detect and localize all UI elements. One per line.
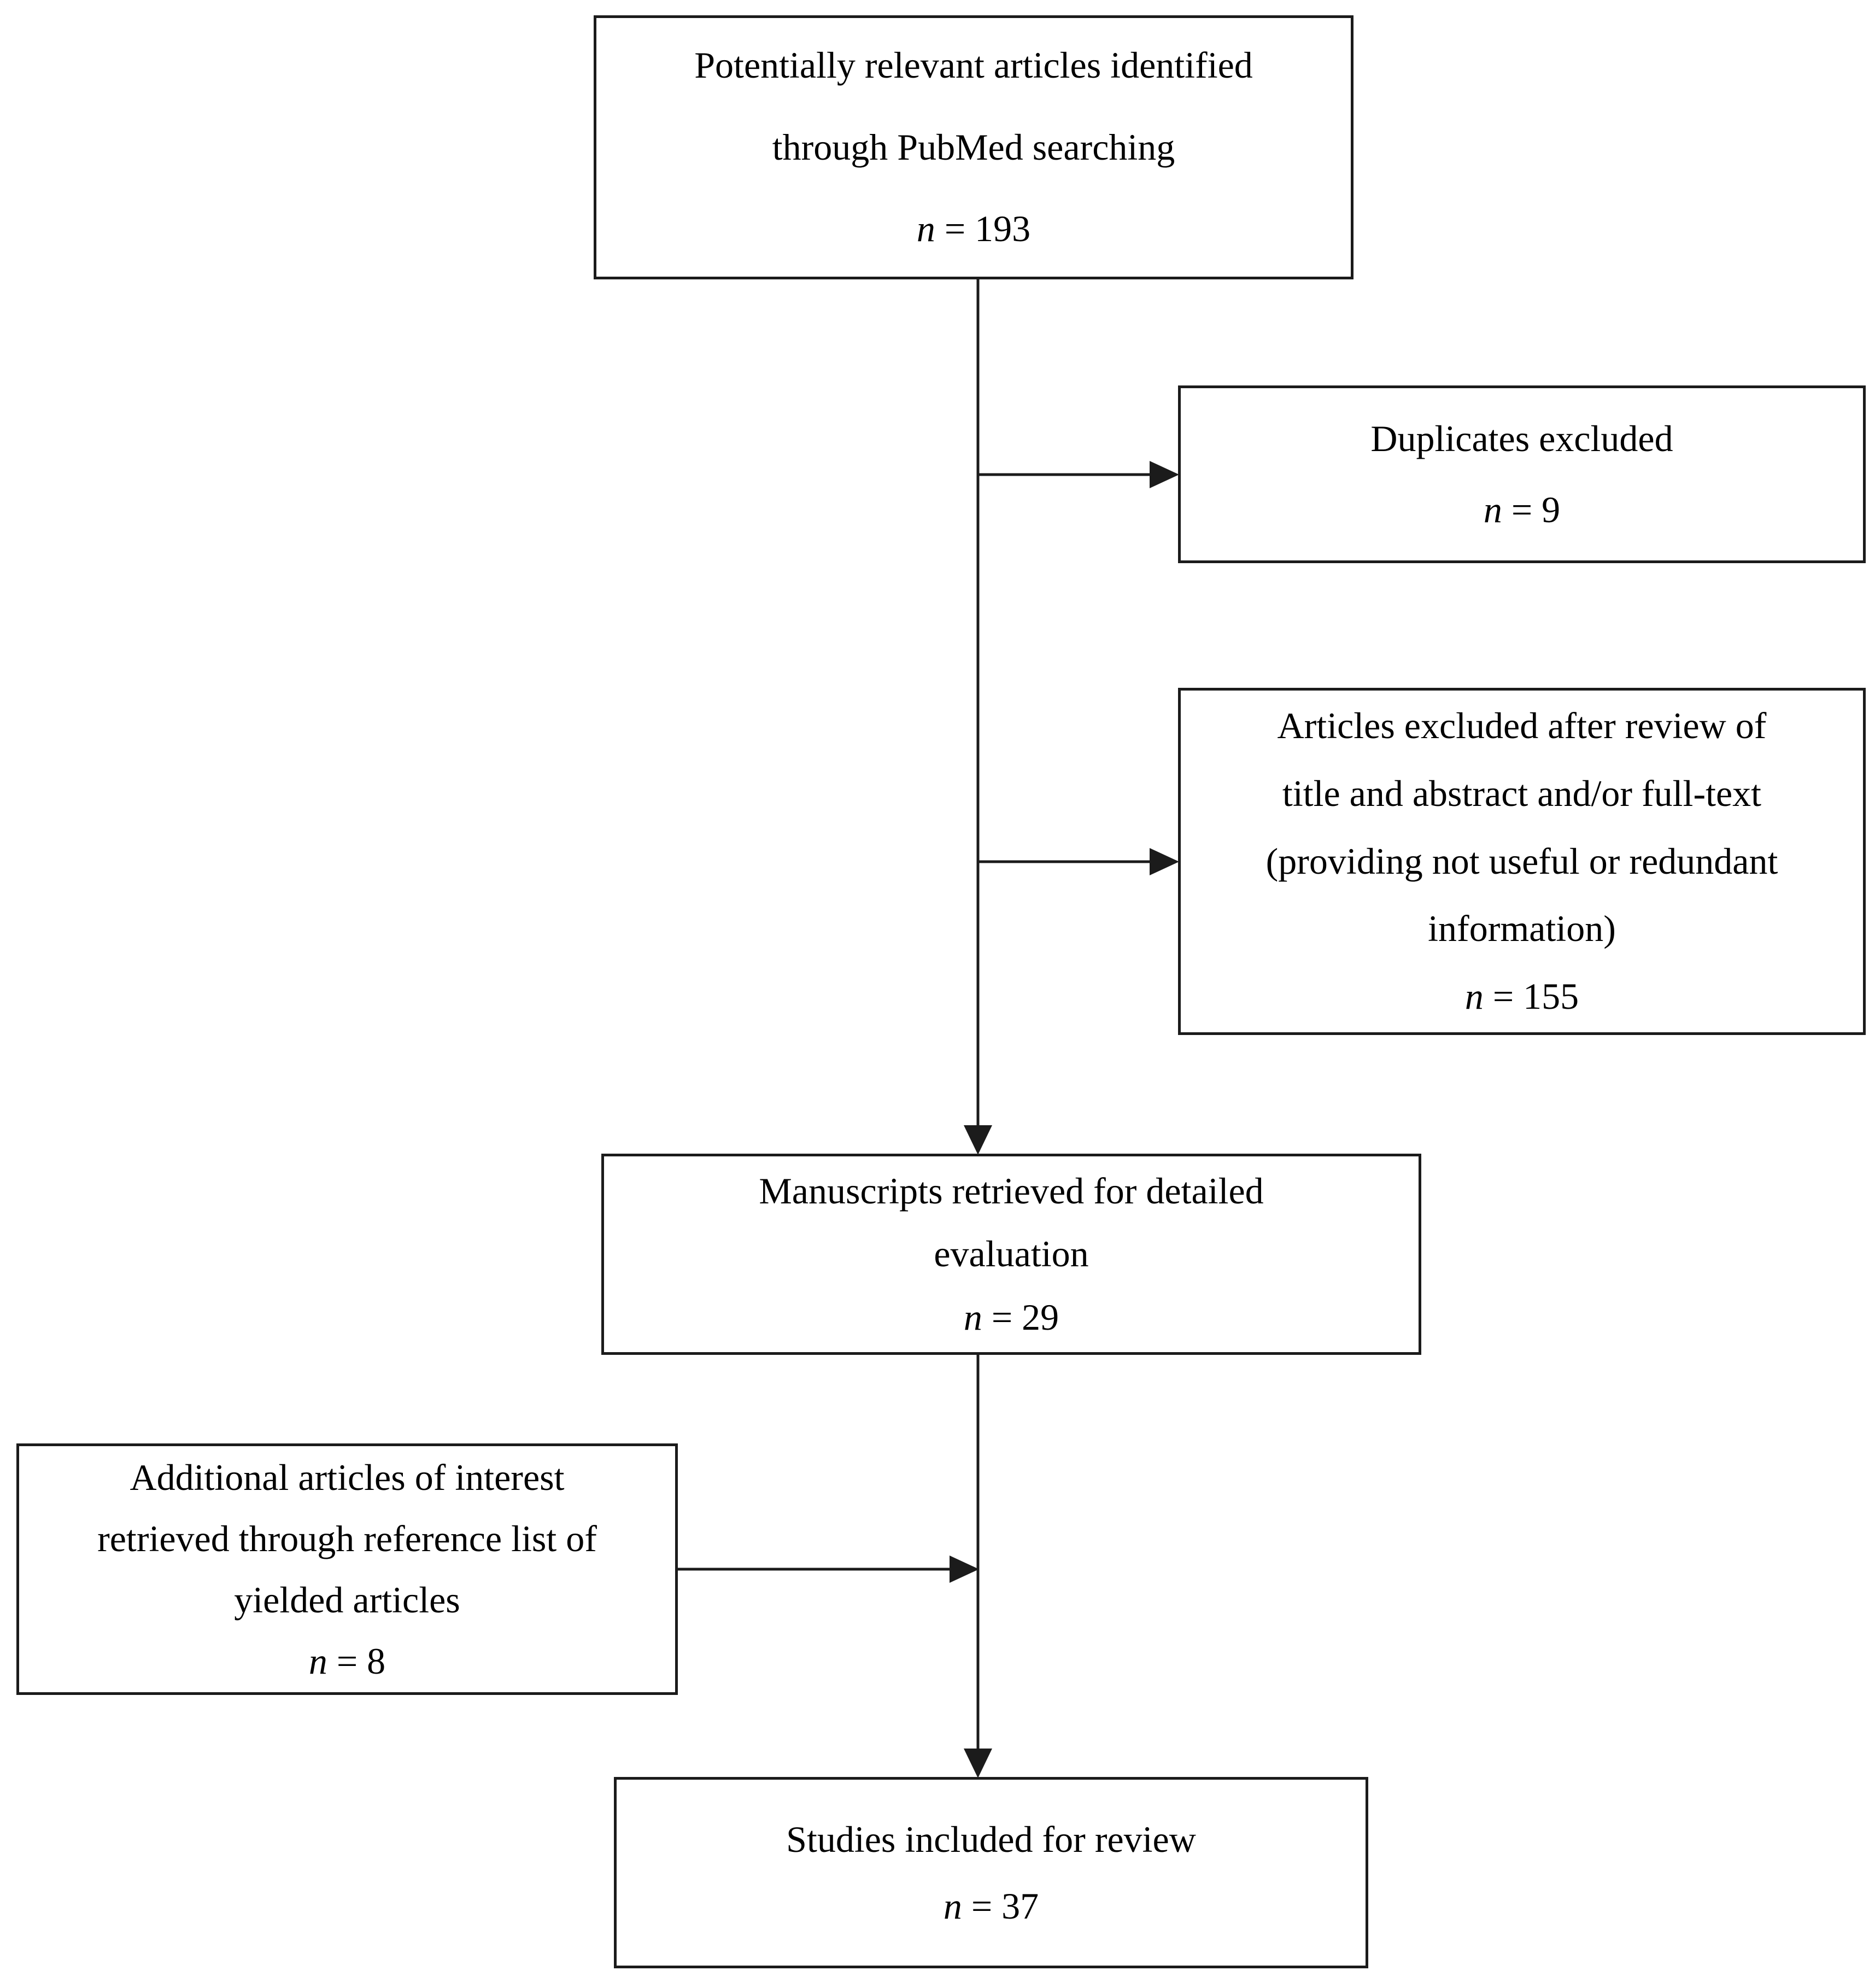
- box-identified-line-1: Potentially relevant articles identified: [694, 44, 1253, 86]
- n-value: = 9: [1511, 488, 1561, 530]
- n-symbol: n: [308, 1640, 327, 1682]
- flow-box-duplicates: Duplicates excluded n = 9: [1178, 385, 1866, 563]
- box-additional-line-2: retrieved through reference list of: [97, 1517, 597, 1559]
- flow-box-studies-included: Studies included for review n = 37: [614, 1777, 1368, 1968]
- n-value: = 29: [991, 1296, 1059, 1338]
- n-symbol: n: [1483, 488, 1502, 530]
- box-excluded-line-4: information): [1428, 908, 1616, 950]
- box-identified-line-2: through PubMed searching: [772, 126, 1175, 168]
- box-duplicates-line-1: Duplicates excluded: [1370, 418, 1673, 460]
- n-symbol: n: [1464, 975, 1484, 1018]
- box-additional-line-3: yielded articles: [234, 1579, 460, 1621]
- n-symbol: n: [916, 208, 935, 250]
- box-excluded-line-1: Articles excluded after review of: [1277, 705, 1767, 747]
- arrowhead-into-excluded: [1150, 848, 1179, 875]
- flow-box-manuscripts-retrieved: Manuscripts retrieved for detailed evalu…: [601, 1154, 1421, 1355]
- arrowhead-into-included: [964, 1749, 992, 1778]
- n-symbol: n: [943, 1885, 962, 1927]
- box-excluded-count: n = 155: [1181, 963, 1863, 1031]
- box-manuscripts-line-2: evaluation: [934, 1233, 1089, 1275]
- box-excluded-line-2: title and abstract and/or full-text: [1282, 772, 1762, 814]
- n-value: = 37: [971, 1885, 1039, 1927]
- n-symbol: n: [963, 1296, 982, 1338]
- arrowhead-into-manuscripts: [964, 1125, 992, 1155]
- flow-box-additional-articles: Additional articles of interest retrieve…: [16, 1443, 678, 1695]
- flow-box-excluded-after-review: Articles excluded after review of title …: [1178, 688, 1866, 1035]
- n-value: = 193: [944, 208, 1031, 250]
- box-manuscripts-line-1: Manuscripts retrieved for detailed: [759, 1170, 1264, 1212]
- n-value: = 8: [336, 1640, 386, 1682]
- box-excluded-line-3: (providing not useful or redundant: [1265, 840, 1778, 882]
- box-duplicates-count: n = 9: [1181, 475, 1863, 545]
- box-additional-count: n = 8: [19, 1630, 675, 1692]
- arrowhead-into-duplicates: [1150, 461, 1179, 488]
- flow-box-identified: Potentially relevant articles identified…: [594, 15, 1353, 279]
- box-additional-line-1: Additional articles of interest: [130, 1456, 565, 1498]
- box-identified-count: n = 193: [596, 188, 1351, 270]
- box-included-count: n = 37: [617, 1873, 1366, 1939]
- n-value: = 155: [1492, 975, 1579, 1018]
- box-included-line-1: Studies included for review: [786, 1818, 1196, 1860]
- box-manuscripts-count: n = 29: [604, 1286, 1419, 1349]
- arrowhead-additional-join: [950, 1556, 979, 1583]
